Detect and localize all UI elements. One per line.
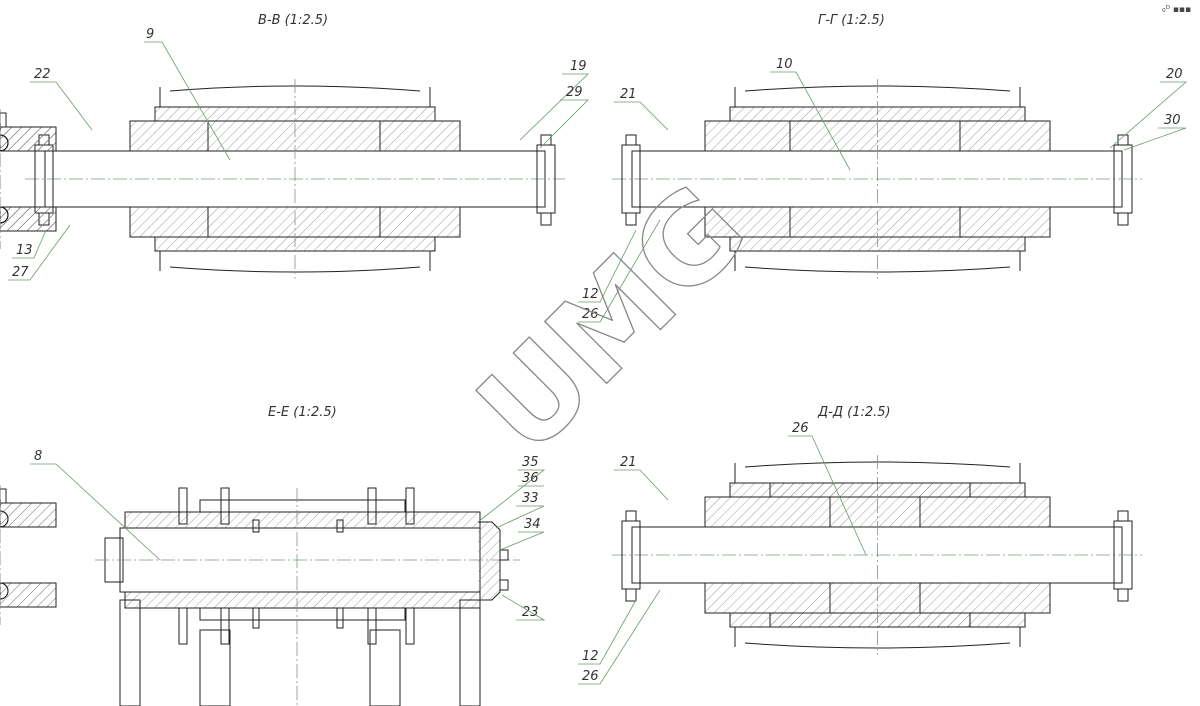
undefined-grease-nipple [0, 488, 7, 504]
undefined-bearing-ball [0, 582, 9, 600]
ee-rib-top [220, 487, 230, 525]
svg-text:26: 26 [582, 669, 599, 684]
svg-text:9: 9 [146, 27, 154, 42]
ee-leg-left [119, 599, 141, 706]
undefined-bearing-housing-top [0, 502, 57, 528]
view-title-vv: В-В (1:2.5) [258, 13, 328, 28]
callouts-dd: 26 21 12 26 [578, 421, 867, 685]
view-title-gg: Г-Г (1:2.5) [818, 13, 885, 28]
undefined-bearing-housing-top [0, 126, 57, 152]
svg-text:13: 13 [16, 243, 33, 258]
ee-bolt [499, 579, 509, 591]
svg-text:33: 33 [522, 491, 539, 506]
ee-rib-bottom [367, 607, 377, 645]
undefined-frame [734, 461, 1021, 649]
dd-outer-collar-top [769, 482, 971, 498]
callouts-vv: 9 22 19 29 13 27 [8, 27, 589, 281]
view-title-dd: Д-Д (1:2.5) [817, 405, 891, 420]
svg-text:12: 12 [582, 287, 599, 302]
ee-sleeve-bottom [124, 591, 481, 609]
undefined-grease-nipple [0, 112, 7, 128]
svg-text:19: 19 [570, 59, 587, 74]
svg-text:23: 23 [522, 605, 539, 620]
ee-end-cap [478, 521, 501, 601]
undefined-grease-nipple [0, 488, 7, 504]
undefined-bolt-head [625, 134, 637, 146]
svg-text:20: 20 [1166, 67, 1183, 82]
ee-rib-top [405, 487, 415, 525]
ee-rib-top [178, 487, 188, 525]
svg-text:34: 34 [524, 517, 541, 532]
ee-bolt [499, 549, 509, 561]
undefined-frame [159, 85, 431, 273]
undefined-bolt-head [1117, 510, 1129, 522]
svg-text:21: 21 [620, 87, 637, 102]
ee-leg-right [459, 599, 481, 706]
undefined-grease-nipple [0, 112, 7, 128]
ee-sleeve-top [124, 511, 481, 529]
svg-text:26: 26 [792, 421, 809, 436]
undefined-bearing-housing-bottom [0, 582, 57, 608]
undefined-bolt-head [540, 134, 552, 146]
undefined-bolt-head [1117, 588, 1129, 602]
ee-rib-bottom [220, 607, 230, 645]
svg-text:21: 21 [620, 455, 637, 470]
ee-support [199, 629, 231, 706]
undefined-frame [734, 85, 1021, 273]
ee-rib-bottom [178, 607, 188, 645]
svg-text:12: 12 [582, 649, 599, 664]
ee-nipple [336, 607, 344, 629]
svg-text:8: 8 [34, 449, 42, 464]
svg-text:36: 36 [522, 471, 539, 486]
undefined-bolt-head [625, 510, 637, 522]
undefined-bolt-head [625, 212, 637, 226]
undefined-bearing-ball [0, 206, 9, 224]
ee-rib-top [367, 487, 377, 525]
undefined-bolt-head [625, 588, 637, 602]
ee-nipple [252, 519, 260, 533]
undefined-bearing-ball [0, 510, 9, 528]
callouts-gg: 10 21 20 30 12 26 [578, 57, 1188, 323]
ee-support [369, 629, 401, 706]
ee-rib-bottom [405, 607, 415, 645]
ee-nipple [252, 607, 260, 629]
undefined-bearing-housing-bottom [0, 206, 57, 232]
ee-rail-bottom [199, 607, 406, 621]
ee-rail-top [199, 499, 406, 513]
svg-text:22: 22 [34, 67, 51, 82]
undefined-bolt-head [1117, 212, 1129, 226]
svg-text:35: 35 [522, 455, 539, 470]
corner-mark: ₀ᴰ ▪▪▪ [1162, 5, 1191, 15]
view-title-ee: Е-Е (1:2.5) [268, 405, 337, 420]
undefined-bolt-head [540, 212, 552, 226]
svg-text:26: 26 [582, 307, 599, 322]
svg-text:27: 27 [12, 265, 29, 280]
undefined-grease-nipple [0, 112, 7, 128]
ee-nipple [336, 519, 344, 533]
undefined-bolt-head [1117, 134, 1129, 146]
svg-text:10: 10 [776, 57, 793, 72]
undefined-grease-nipple [0, 112, 7, 128]
callouts-ee: 8 35 36 33 34 23 [30, 449, 546, 621]
svg-text:29: 29 [566, 85, 583, 100]
undefined-bearing-ball [0, 134, 9, 152]
dd-outer-collar-bottom [769, 612, 971, 628]
svg-text:30: 30 [1164, 113, 1181, 128]
